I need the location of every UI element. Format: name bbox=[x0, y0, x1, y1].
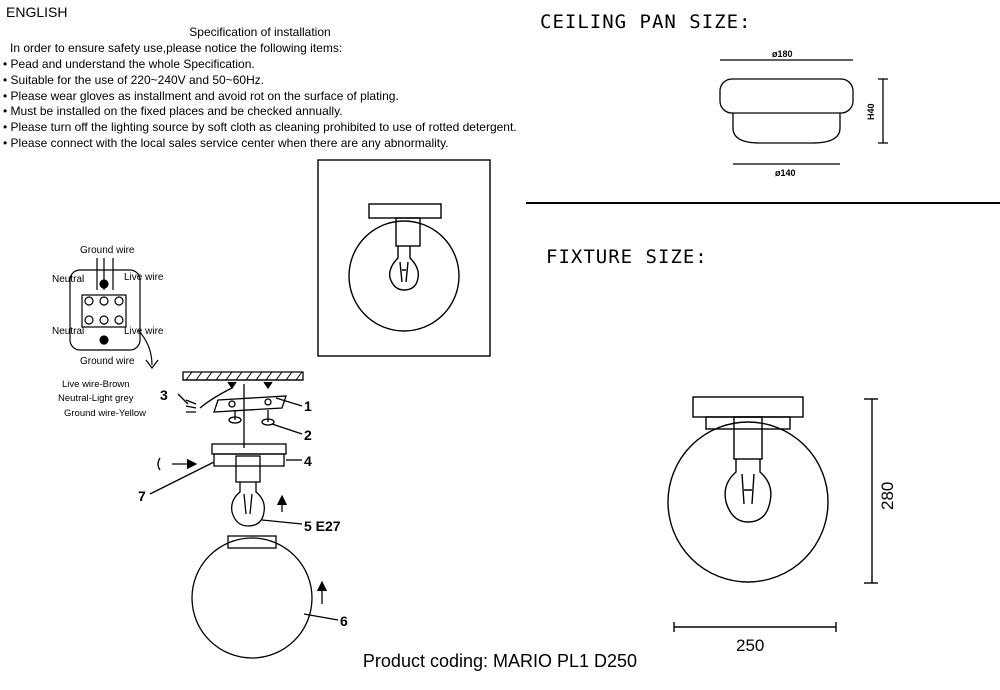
part-number-5: 5 E27 bbox=[304, 518, 341, 534]
part-number-3: 3 bbox=[160, 387, 168, 403]
instruction-item: Please turn off the lighting source by s… bbox=[3, 120, 517, 136]
fixture-heading: FIXTURE SIZE: bbox=[546, 246, 708, 268]
ceiling-pan-bottom-diameter: ø140 bbox=[775, 168, 796, 178]
fixture-preview-box bbox=[317, 159, 491, 357]
instruction-list: Pead and understand the whole Specificat… bbox=[3, 57, 517, 152]
legend-live: Live wire-Brown bbox=[62, 379, 130, 390]
wiring-neutral-bottom: Neutral bbox=[52, 326, 85, 337]
spec-title: Specification of installation bbox=[189, 25, 331, 39]
language-label: ENGLISH bbox=[6, 4, 68, 20]
part-number-7: 7 bbox=[138, 488, 146, 504]
legend-ground: Ground wire-Yellow bbox=[64, 408, 147, 419]
legend-neutral: Neutral-Light grey bbox=[58, 393, 134, 404]
fixture-dimension-drawing bbox=[667, 396, 878, 632]
fixture-width: 250 bbox=[736, 636, 765, 655]
wiring-ground-top: Ground wire bbox=[80, 245, 135, 256]
instruction-item: Please connect with the local sales serv… bbox=[3, 136, 517, 152]
instruction-item: Suitable for the use of 220~240V and 50~… bbox=[3, 73, 517, 89]
ceiling-pan-drawing bbox=[719, 59, 888, 165]
wiring-ground-bottom: Ground wire bbox=[80, 356, 135, 367]
part-number-6: 6 bbox=[340, 613, 348, 629]
wiring-live-top: Live wire bbox=[124, 272, 164, 283]
product-code: Product coding: MARIO PL1 D250 bbox=[362, 651, 638, 671]
wiring-live-bottom: Live wire bbox=[124, 326, 164, 337]
ceiling-pan-heading: CEILING PAN SIZE: bbox=[540, 11, 752, 33]
intro-text: In order to ensure safety use,please not… bbox=[10, 41, 343, 55]
part-number-1: 1 bbox=[304, 398, 312, 414]
terminal-block-diagram bbox=[69, 258, 159, 369]
ceiling-pan-top-diameter: ø180 bbox=[772, 49, 793, 59]
instruction-item: Please wear gloves as installment and av… bbox=[3, 89, 517, 105]
wiring-neutral-top: Neutral bbox=[52, 274, 85, 285]
instruction-item: Pead and understand the whole Specificat… bbox=[3, 57, 517, 73]
instruction-item: Must be installed on the fixed places an… bbox=[3, 104, 517, 120]
exploded-assembly bbox=[149, 371, 339, 659]
part-number-2: 2 bbox=[304, 427, 312, 443]
part-number-4: 4 bbox=[304, 453, 312, 469]
